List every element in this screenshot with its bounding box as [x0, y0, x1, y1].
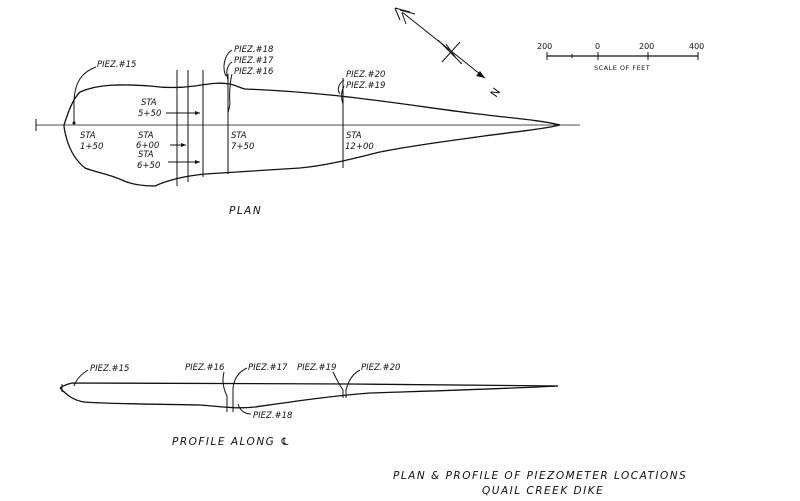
piez-15-point: [72, 121, 76, 125]
plan-piez-20-label: PIEZ.#20: [346, 70, 385, 80]
plan-view: PIEZ.#15 PIEZ.#18 PIEZ.#17 PIEZ.#16 PIEZ…: [35, 45, 580, 217]
drawing-title-line-1: PLAN & PROFILE OF PIEZOMETER LOCATIONS: [393, 470, 687, 482]
north-arrow-crosshair: [437, 39, 463, 65]
scale-label-400: 400: [689, 42, 704, 51]
sta-5-50-value: 5+50: [138, 109, 161, 119]
sta-6-50-title: STA: [138, 150, 154, 160]
profile-foundation-line: [59, 385, 559, 409]
profile-piez-16-leader: [222, 371, 228, 412]
profile-title: PROFILE ALONG ℄: [172, 436, 291, 448]
profile-piez-15-leader: [73, 369, 89, 387]
piez-17-leader: [226, 61, 233, 81]
north-arrow-feather: [394, 7, 416, 25]
piez-15-leader: [73, 66, 97, 123]
profile-piez-20-leader: [345, 369, 361, 398]
profile-piez-19-leader: [332, 371, 344, 398]
profile-piez-19-label: PIEZ.#19: [297, 363, 336, 373]
sta-1-50-title: STA: [80, 131, 96, 141]
profile-piez-20-label: PIEZ.#20: [361, 363, 400, 373]
piez-16-leader: [227, 73, 233, 114]
sta-12-00-title: STA: [346, 131, 362, 141]
profile-piez-18-label: PIEZ.#18: [253, 411, 293, 421]
profile-piez-16-label: PIEZ.#16: [185, 363, 225, 373]
piez-18-leader: [223, 49, 233, 77]
dike-plan-outline: [63, 82, 561, 187]
sta-6-00-value: 6+00: [136, 141, 159, 151]
plan-piez-16-label: PIEZ.#16: [234, 67, 274, 77]
piez-20-leader: [337, 79, 345, 95]
north-label: N: [488, 86, 503, 100]
drawing-title-block: PLAN & PROFILE OF PIEZOMETER LOCATIONS Q…: [393, 470, 687, 497]
plan-piez-17-label: PIEZ.#17: [234, 56, 274, 66]
profile-piez-17-label: PIEZ.#17: [248, 363, 288, 373]
plan-piez-15-label: PIEZ.#15: [97, 60, 136, 70]
profile-piez-18-leader: [237, 403, 252, 415]
plan-piez-19-label: PIEZ.#19: [346, 81, 385, 91]
plan-title: PLAN: [229, 205, 262, 217]
sta-1-50-value: 1+50: [80, 142, 103, 152]
north-arrow: N: [394, 7, 503, 100]
sta-7-50-value: 7+50: [231, 142, 254, 152]
profile-view: PIEZ.#15 PIEZ.#16 PIEZ.#17 PIEZ.#19 PIEZ…: [59, 363, 559, 448]
sta-6-00-title: STA: [138, 131, 154, 141]
scale-label-200-left: 200: [537, 42, 552, 51]
sta-6-50-arrowhead: [195, 160, 200, 164]
scale-label-200: 200: [639, 42, 654, 51]
profile-crest-line: [59, 382, 559, 389]
sta-12-00-value: 12+00: [345, 142, 374, 152]
scale-label-0: 0: [595, 42, 600, 51]
profile-piez-17-leader: [232, 367, 248, 412]
sta-6-00-arrowhead: [181, 143, 186, 147]
north-arrow-head: [476, 71, 485, 78]
scale-bar: 200 0 200 400 SCALE OF FEET: [537, 42, 704, 72]
plan-piez-18-label: PIEZ.#18: [234, 45, 274, 55]
drawing-title-line-2: QUAIL CREEK DIKE: [482, 485, 604, 497]
sta-6-50-value: 6+50: [137, 161, 160, 171]
sta-7-50-title: STA: [231, 131, 247, 141]
piez-19-leader: [341, 85, 345, 112]
scale-caption: SCALE OF FEET: [594, 64, 650, 72]
profile-piez-15-label: PIEZ.#15: [90, 364, 129, 374]
sta-5-50-arrowhead: [195, 111, 200, 115]
sta-5-50-title: STA: [141, 98, 157, 108]
